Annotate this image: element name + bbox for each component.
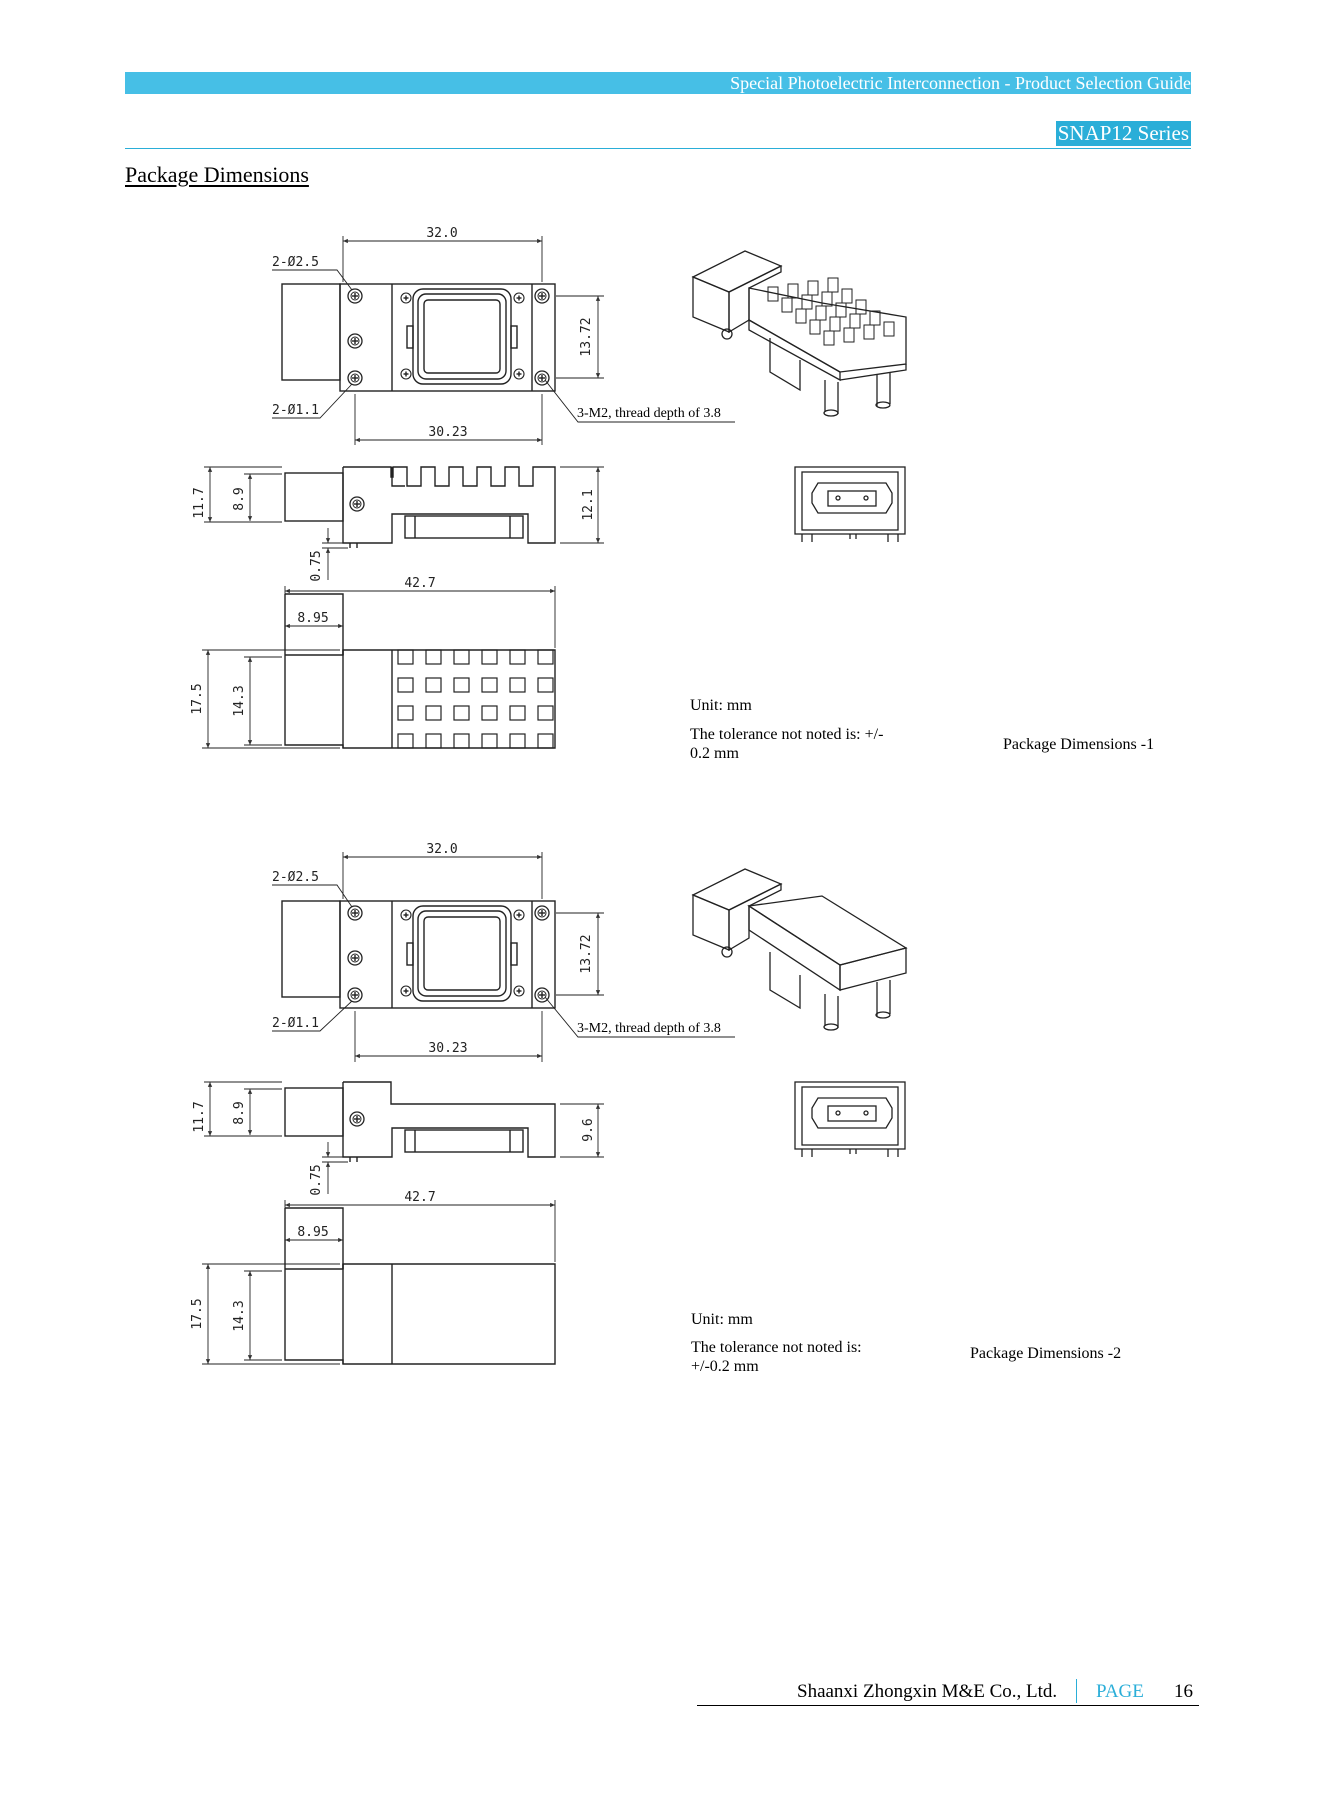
side-view-2	[284, 1081, 556, 1162]
top-dimensions-2	[272, 852, 735, 1062]
dim-height-right-2: 13.72	[579, 934, 594, 973]
dim-width-top-2: 32.0	[426, 842, 457, 857]
heatsink-fin-grid-1	[397, 649, 554, 749]
unit-note-2: Unit: mm	[691, 1311, 753, 1328]
dim-len-total-2: 42.7	[404, 1190, 435, 1205]
side-dimensions-1	[204, 466, 604, 580]
dim-len-step-1: 8.95	[297, 611, 328, 626]
top-dimensions-1	[272, 236, 735, 445]
tolerance-note-2-line2: +/-0.2 mm	[691, 1358, 759, 1375]
header-banner-text: Special Photoelectric Interconnection - …	[730, 73, 1191, 93]
header-banner: Special Photoelectric Interconnection - …	[125, 72, 1191, 94]
dim-len-total-1: 42.7	[404, 576, 435, 591]
dim-bot-h2-2: 14.3	[232, 1300, 247, 1331]
side-view-1	[284, 466, 556, 548]
thread-note-2: 3-M2, thread depth of 3.8	[577, 1021, 721, 1036]
figure-2: 32.0 2-Ø2.5 2-Ø1.1 13.72 30.23 3-M2, thr…	[190, 842, 908, 1365]
figure-caption-1: Package Dimensions -1	[1003, 736, 1155, 753]
figure-1: 32.0 2-Ø2.5 2-Ø1.1 13.72 30.23 3-M2, thr…	[190, 226, 907, 749]
footer-rule	[697, 1705, 1199, 1706]
front-view-2	[794, 1081, 906, 1157]
figure-caption-2: Package Dimensions -2	[970, 1345, 1122, 1362]
dim-side-gap-2: 0.75	[309, 1164, 324, 1195]
side-dimensions-2	[204, 1081, 604, 1194]
dim-side-h3-1: 12.1	[581, 489, 596, 520]
tolerance-note-1-line2: 0.2 mm	[690, 745, 739, 762]
footer-page-number: 16	[1174, 1681, 1193, 1702]
dim-hole-large-2: 2-Ø2.5	[272, 870, 319, 885]
tolerance-note-1-line1: The tolerance not noted is: +/-	[690, 726, 884, 743]
dim-len-step-2: 8.95	[297, 1225, 328, 1240]
dim-side-gap-1: 0.75	[309, 550, 324, 581]
section-title: Package Dimensions	[125, 162, 309, 187]
dim-side-h1-1: 11.7	[192, 487, 207, 518]
dim-width-bottom-2: 30.23	[428, 1041, 467, 1056]
isometric-view-1	[691, 250, 907, 417]
dim-bot-h1-2: 17.5	[190, 1298, 205, 1329]
dim-side-h1-2: 11.7	[192, 1101, 207, 1132]
footer-separator	[1076, 1679, 1077, 1703]
dim-hole-small-2: 2-Ø1.1	[272, 1016, 319, 1031]
dim-hole-small-1: 2-Ø1.1	[272, 403, 319, 418]
top-view-2	[281, 900, 556, 1009]
dim-bot-h2-1: 14.3	[232, 685, 247, 716]
tolerance-note-2-line1: The tolerance not noted is:	[691, 1339, 862, 1356]
dim-width-bottom-1: 30.23	[428, 425, 467, 440]
unit-note-1: Unit: mm	[690, 697, 752, 714]
bottom-view-1	[284, 593, 556, 749]
bottom-dimensions-1	[202, 586, 556, 749]
top-view-1	[281, 283, 556, 392]
dim-side-h2-2: 8.9	[232, 1101, 247, 1124]
footer-company: Shaanxi Zhongxin M&E Co., Ltd.	[797, 1681, 1058, 1702]
thread-note-1: 3-M2, thread depth of 3.8	[577, 406, 721, 421]
dim-side-h2-1: 8.9	[232, 487, 247, 510]
bottom-dimensions-2	[202, 1200, 556, 1365]
dim-hole-large-1: 2-Ø2.5	[272, 255, 319, 270]
dim-height-right-1: 13.72	[579, 317, 594, 356]
header-rule	[125, 148, 1191, 149]
footer-page-label: PAGE	[1096, 1681, 1144, 1702]
dim-width-top-1: 32.0	[426, 226, 457, 241]
isometric-view-2	[691, 868, 908, 1031]
dim-bot-h1-1: 17.5	[190, 683, 205, 714]
front-view-1	[794, 466, 906, 542]
dim-side-h3-2: 9.6	[581, 1118, 596, 1141]
series-tag: SNAP12 Series	[1055, 121, 1191, 146]
